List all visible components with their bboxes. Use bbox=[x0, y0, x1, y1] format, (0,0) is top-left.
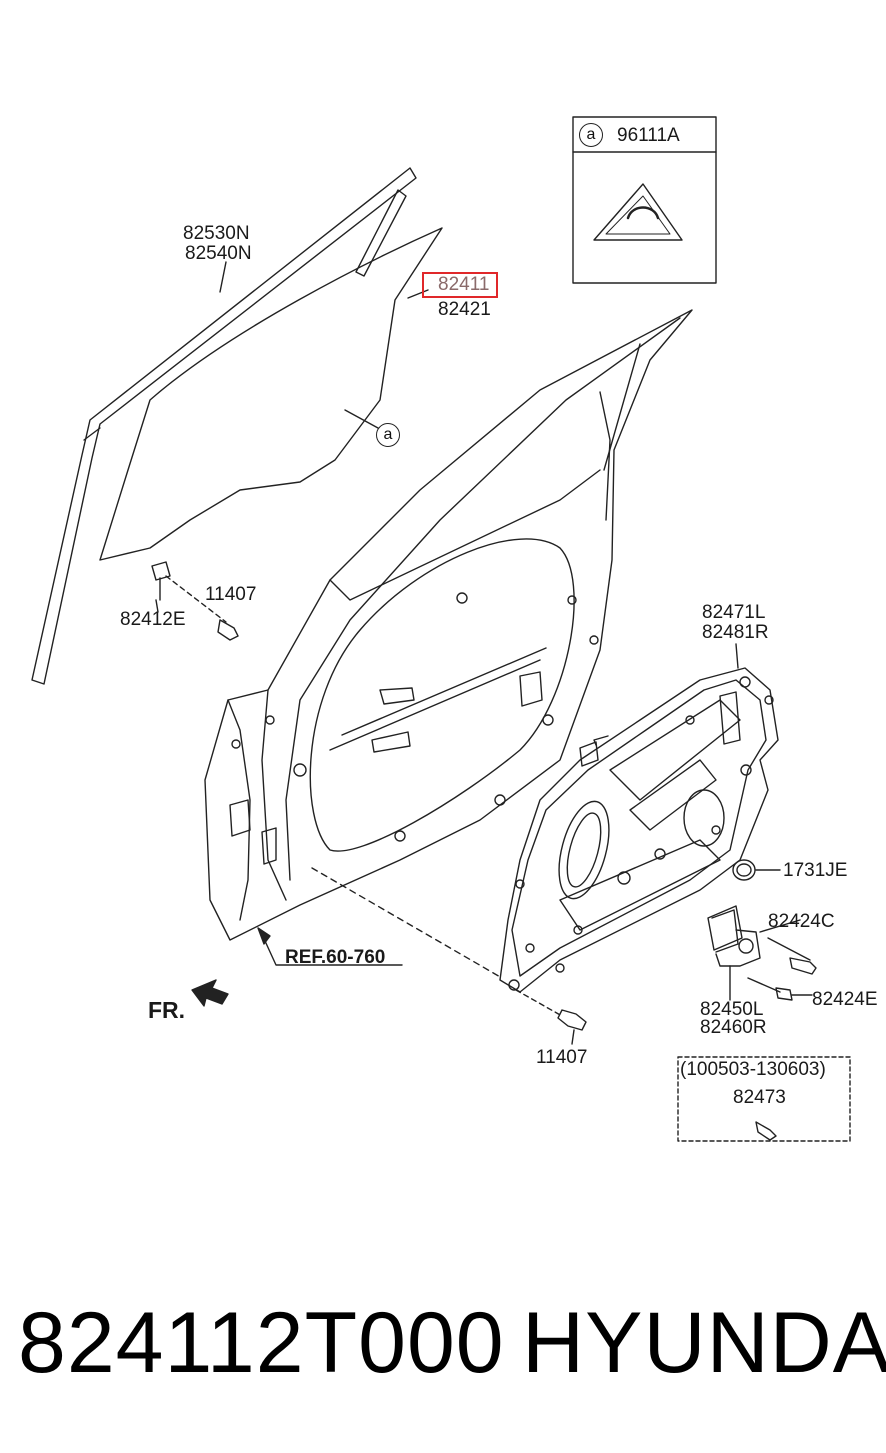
screw-82424c bbox=[767, 937, 817, 975]
inset-part-number: 96111A bbox=[617, 125, 680, 146]
alignment-line bbox=[311, 867, 503, 979]
door-glass bbox=[99, 227, 443, 561]
door-exploded-view bbox=[31, 116, 851, 1142]
inset-box bbox=[572, 116, 717, 284]
label-motor-1: 82450L bbox=[700, 999, 764, 1020]
label-grommet: 1731JE bbox=[783, 860, 848, 881]
label-date-range: (100503-130603) bbox=[680, 1059, 826, 1080]
bolt-11407-bottom bbox=[515, 989, 587, 1045]
leader-channel bbox=[219, 261, 227, 293]
label-regulator-2: 82481R bbox=[702, 622, 769, 643]
highlight-box: 82411 bbox=[422, 272, 498, 298]
screw-82473 bbox=[755, 1121, 777, 1141]
label-glass-channel-1: 82530N bbox=[183, 223, 250, 244]
grommet bbox=[732, 859, 781, 881]
label-bolt-bottom: 11407 bbox=[536, 1047, 588, 1068]
label-glass-channel-2: 82540N bbox=[185, 243, 252, 264]
leader-regulator bbox=[735, 643, 739, 669]
label-glass-2: 82421 bbox=[438, 299, 491, 320]
window-regulator bbox=[499, 667, 779, 993]
label-screw-e: 82424E bbox=[812, 989, 878, 1010]
label-screw-c: 82424C bbox=[768, 911, 835, 932]
door-inner-panel bbox=[204, 309, 693, 941]
leader-clip bbox=[155, 599, 159, 613]
caption-brand: HYUNDAI bbox=[522, 1295, 886, 1391]
label-glass-1: 82411 bbox=[438, 274, 490, 295]
regulator-motor bbox=[707, 905, 801, 1001]
label-clip: 82412E bbox=[120, 609, 186, 630]
label-motor-2: 82460R bbox=[700, 1017, 767, 1038]
front-arrow bbox=[191, 979, 229, 1007]
dated-part-box bbox=[677, 1056, 851, 1142]
glass-clip bbox=[151, 561, 239, 641]
label-bolt-top: 11407 bbox=[205, 584, 257, 605]
screw-82424e bbox=[747, 977, 813, 1001]
caption-part-number: 824112T000 bbox=[18, 1295, 505, 1391]
ref-a-circle: a bbox=[376, 423, 400, 447]
label-regulator-1: 82471L bbox=[702, 602, 766, 623]
inset-letter-circle: a bbox=[579, 123, 603, 147]
label-front: FR. bbox=[148, 997, 186, 1023]
glass-run-channel bbox=[31, 167, 417, 685]
label-ref: REF.60-760 bbox=[285, 947, 386, 968]
ref-leader bbox=[257, 927, 403, 966]
label-screw-473: 82473 bbox=[733, 1087, 786, 1108]
